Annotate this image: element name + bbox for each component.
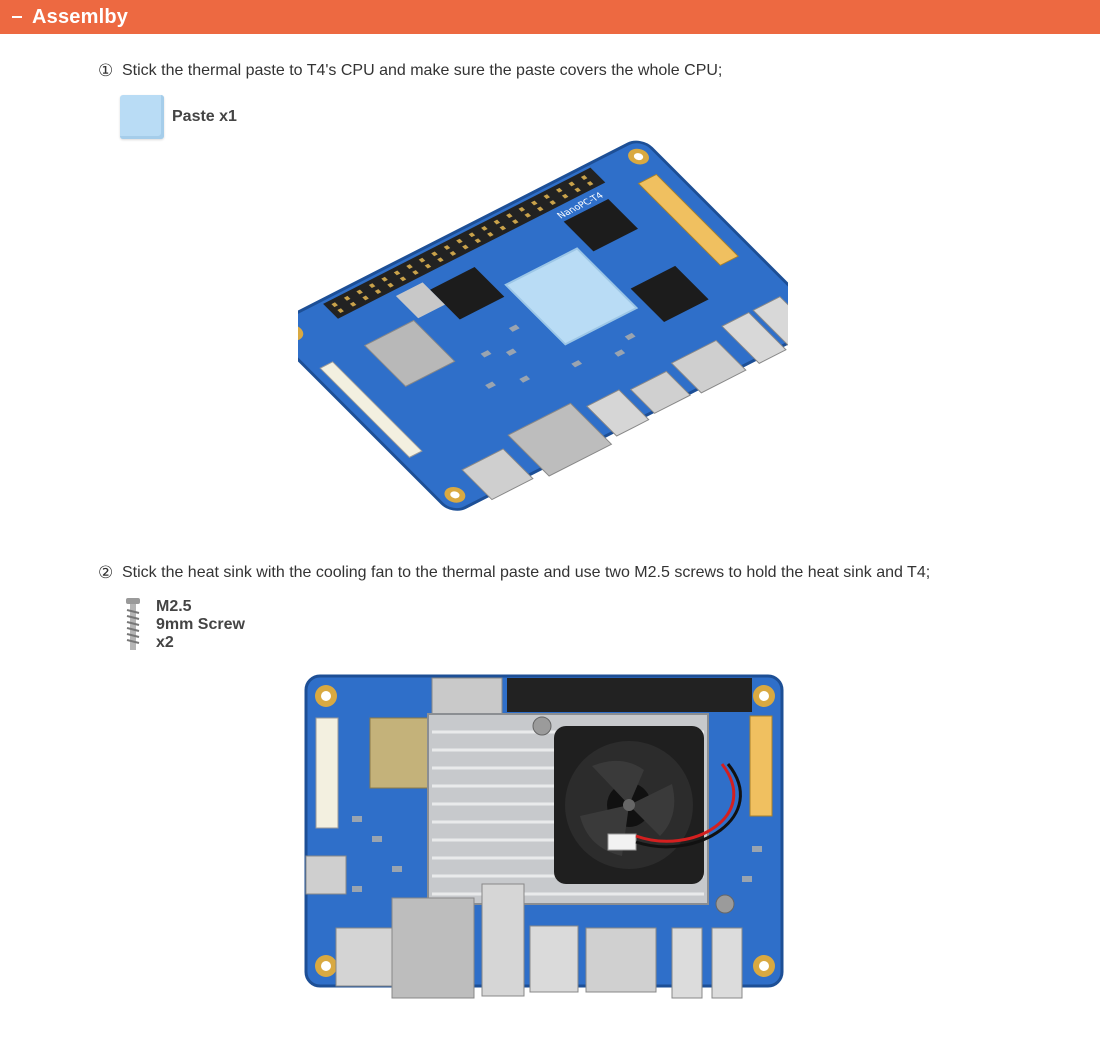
screw-count-label: x2	[156, 634, 174, 651]
screw-length-label: 9mm Screw	[156, 616, 245, 633]
collapse-icon	[12, 16, 22, 18]
section-header[interactable]: Assemlby	[0, 0, 1100, 34]
board-with-paste-image: NanoPC-T4	[298, 140, 788, 511]
screw-part: M2.5 9mm Screw x2	[118, 598, 245, 652]
step-1-text: Stick the thermal paste to T4's CPU and …	[122, 62, 723, 79]
step-2: ② Stick the heat sink with the cooling f…	[98, 563, 930, 583]
step-2-number: ②	[98, 563, 114, 582]
thermal-paste-icon	[120, 95, 164, 139]
board-with-heatsink-image	[304, 674, 784, 999]
section-title: Assemlby	[32, 5, 129, 28]
screw-size-label: M2.5	[156, 598, 192, 615]
step-1: ① Stick the thermal paste to T4's CPU an…	[98, 61, 722, 81]
step-1-number: ①	[98, 61, 114, 80]
paste-label: Paste x1	[172, 108, 237, 125]
screw-icon	[126, 598, 140, 650]
thermal-paste-part: Paste x1	[120, 95, 237, 139]
step-2-text: Stick the heat sink with the cooling fan…	[122, 564, 931, 581]
